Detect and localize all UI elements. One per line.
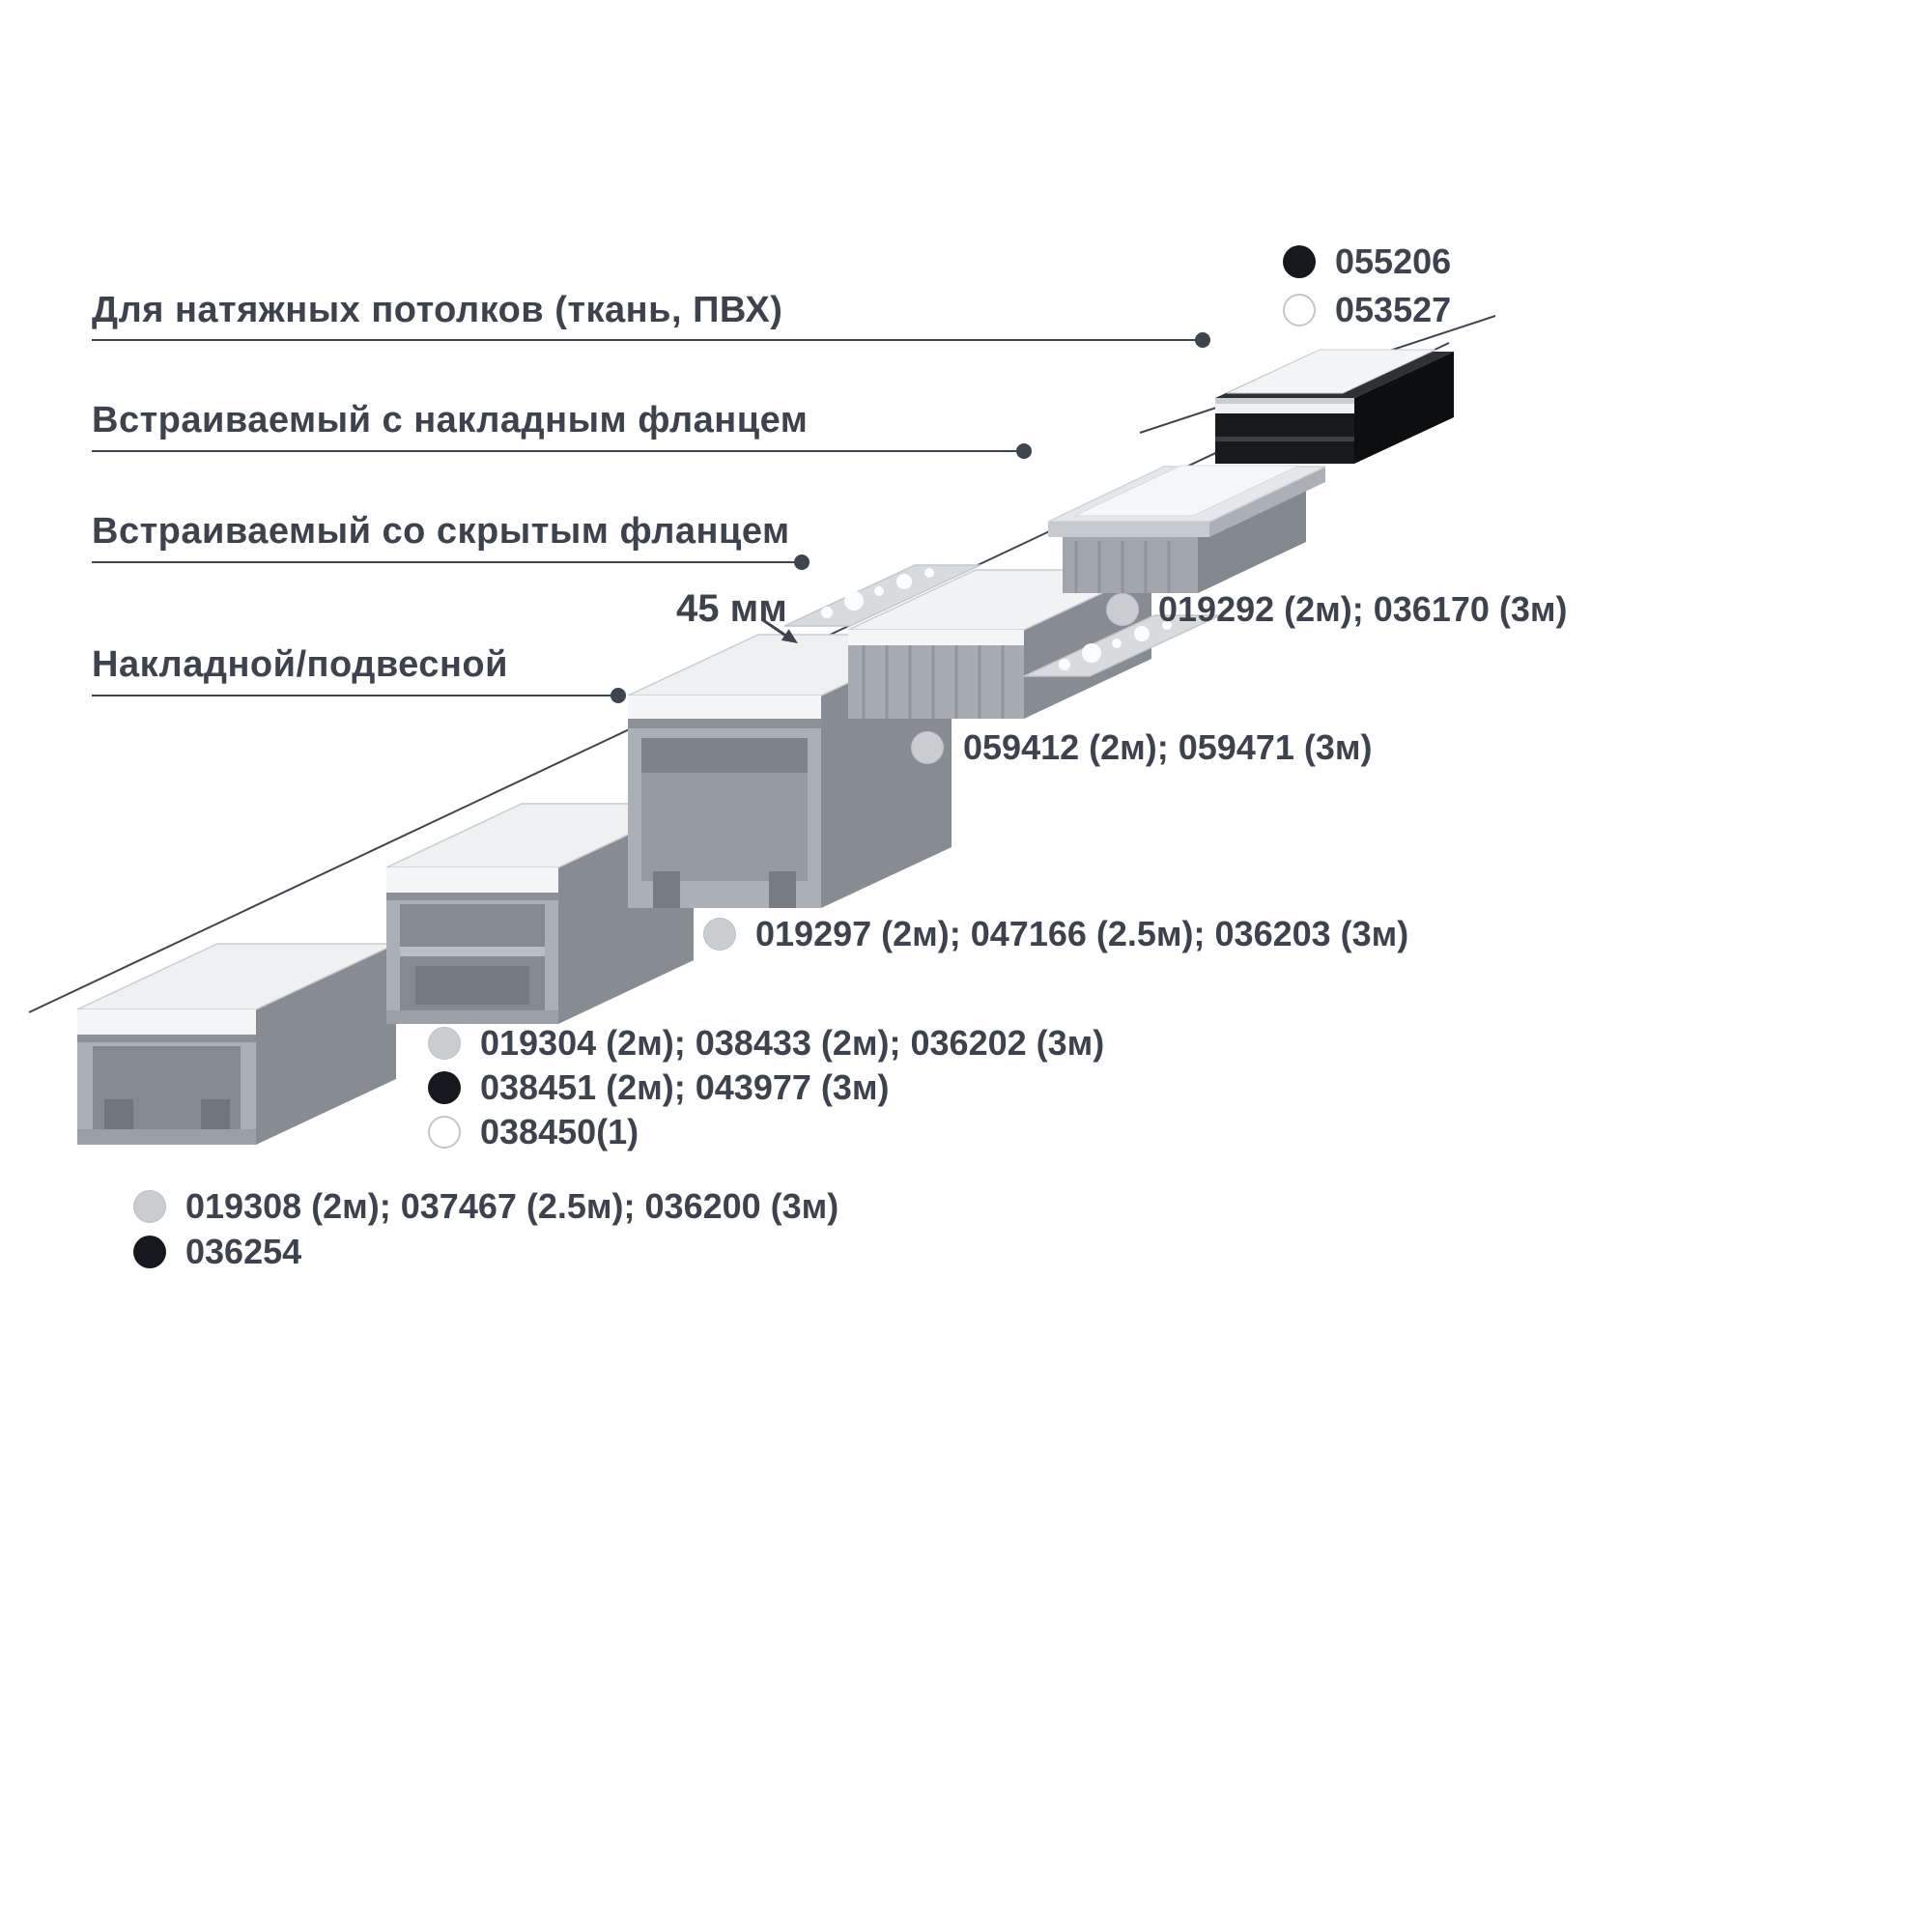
category-label-recessed-surface-flange: Встраиваемый с накладным фланцем: [92, 400, 809, 440]
profile-recessed-flange: [1047, 465, 1326, 593]
product-codes: 053527: [1335, 290, 1452, 329]
product-codes-row: 038451 (2м); 043977 (3м): [428, 1067, 890, 1108]
product-codes: 019304 (2м); 038433 (2м); 036202 (3м): [480, 1023, 1105, 1063]
product-codes: 036254: [185, 1232, 302, 1271]
color-swatch-white: [1283, 294, 1316, 327]
product-codes: 059412 (2м); 059471 (3м): [963, 727, 1373, 767]
color-swatch-gray: [133, 1190, 166, 1223]
product-codes: 038450(1): [480, 1112, 639, 1151]
color-swatch-white: [428, 1116, 461, 1149]
profile-surface-mid: [385, 803, 695, 1024]
category-label-recessed-hidden-flange: Встраиваемый со скрытым фланцем: [92, 511, 790, 552]
color-swatch-gray: [911, 731, 944, 764]
product-codes-row: 053527: [1283, 290, 1451, 330]
category-label-surface-suspended: Накладной/подвесной: [92, 644, 508, 685]
product-codes-row: 019304 (2м); 038433 (2м); 036202 (3м): [428, 1023, 1104, 1064]
color-swatch-gray: [428, 1027, 461, 1060]
dimension-label-45mm: 45 мм: [676, 587, 787, 630]
dimension-arrow: [762, 618, 798, 643]
color-swatch-gray: [1106, 593, 1139, 626]
product-codes-row: 036254: [133, 1232, 301, 1272]
product-codes-row: 038450(1): [428, 1112, 639, 1152]
color-swatch-gray: [703, 918, 736, 951]
category-label-stretch-ceiling: Для натяжных потолков (ткань, ПВХ): [92, 290, 783, 330]
product-codes-row: 019297 (2м); 047166 (2.5м); 036203 (3м): [703, 914, 1408, 954]
profile-surface-low: [76, 943, 397, 1145]
product-codes: 019292 (2м); 036170 (3м): [1158, 589, 1568, 629]
product-codes-row: 019292 (2м); 036170 (3м): [1106, 589, 1568, 630]
product-codes-row: 055206: [1283, 242, 1451, 282]
product-codes: 038451 (2м); 043977 (3м): [480, 1067, 890, 1107]
product-codes-row: 019308 (2м); 037467 (2.5м); 036200 (3м): [133, 1186, 838, 1227]
product-codes-row: 059412 (2м); 059471 (3м): [911, 727, 1373, 768]
profile-stretch-ceiling: [1215, 349, 1454, 464]
color-swatch-black: [133, 1236, 166, 1268]
category-leader-lines: [92, 332, 1210, 703]
color-swatch-black: [1283, 245, 1316, 278]
product-codes: 055206: [1335, 242, 1452, 281]
profile-recessed-hidden-flange: [783, 564, 1221, 719]
product-codes: 019308 (2м); 037467 (2.5м); 036200 (3м): [185, 1186, 839, 1226]
product-codes: 019297 (2м); 047166 (2.5м); 036203 (3м): [755, 914, 1409, 953]
color-swatch-black: [428, 1071, 461, 1104]
